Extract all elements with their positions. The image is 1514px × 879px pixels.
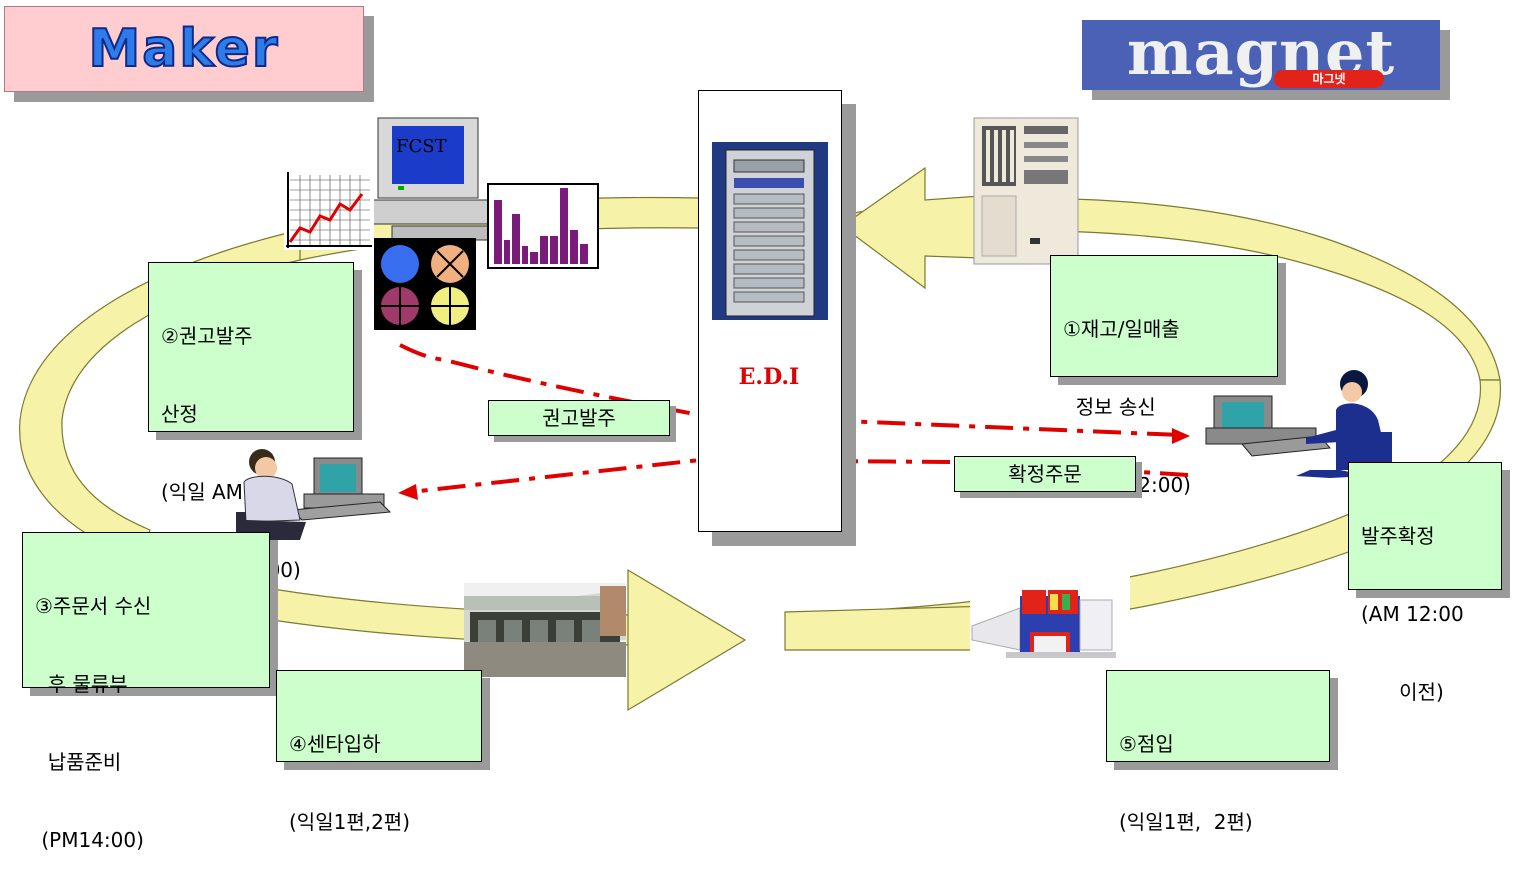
bar-chart-icon bbox=[487, 183, 599, 269]
step5-line2: (익일1편, 2편) bbox=[1119, 810, 1253, 834]
order-confirm-line2: (AM 12:00 bbox=[1361, 602, 1464, 626]
edi-label: E.D.I bbox=[738, 364, 800, 390]
step2-note: ②권고발주 산정 (익일 AM 08:50~09:00) bbox=[148, 262, 354, 582]
recommended-order-arrow bbox=[399, 343, 1181, 437]
store-building-icon bbox=[970, 572, 1130, 664]
step5-line1: ⑤점입 bbox=[1119, 732, 1174, 756]
flow-diagram-canvas: FCST bbox=[19, 117, 1502, 712]
step3-line4: (PM14:00) bbox=[35, 828, 144, 852]
step2-line2: 산정 bbox=[161, 402, 198, 426]
person-computer-icon bbox=[236, 449, 392, 542]
step3-line1: ③주문서 수신 bbox=[35, 594, 152, 618]
confirmed-order-arrowhead bbox=[398, 484, 418, 500]
computer-icon bbox=[371, 117, 493, 241]
step4-line2: (익일1편,2편) bbox=[289, 810, 411, 834]
step1-line1: ①재고/일매출 bbox=[1063, 317, 1180, 341]
order-confirm-note: 발주확정 (AM 12:00 이전) bbox=[1348, 462, 1502, 704]
step1-note: ①재고/일매출 정보 송신 (PM 22:00) bbox=[1050, 255, 1278, 497]
edi-server-panel bbox=[698, 90, 842, 532]
step4-line1: ④센타입하 bbox=[289, 732, 381, 756]
pie-symbols-icon bbox=[374, 238, 476, 330]
recommended-order-arrowhead bbox=[1172, 428, 1190, 444]
step2-line3: (익일 AM bbox=[161, 480, 243, 504]
step3-note: ③주문서 수신 후 물류부 납품준비 (PM14:00) bbox=[22, 532, 270, 852]
maker-header-box: Maker bbox=[4, 6, 364, 92]
step2-line1: ②권고발주 bbox=[161, 324, 253, 348]
step3-line3: 납품준비 bbox=[35, 750, 122, 774]
step5-note: ⑤점입 (익일1편, 2편) bbox=[1106, 670, 1330, 834]
server-tower-icon bbox=[973, 117, 1079, 265]
ring-arrowhead-right bbox=[627, 568, 747, 712]
step1-line2: 정보 송신 bbox=[1063, 395, 1156, 419]
fcst-label: FCST bbox=[396, 136, 447, 157]
confirmed-order-arrow bbox=[409, 457, 1189, 494]
step4-note: ④센타입하 (익일1편,2편) bbox=[276, 670, 482, 834]
recommended-order-label: 권고발주 bbox=[488, 400, 670, 436]
magnet-logo-text: magnet bbox=[1126, 20, 1396, 89]
step3-line2: 후 물류부 bbox=[35, 672, 128, 696]
line-chart-icon bbox=[284, 170, 374, 250]
order-confirm-line1: 발주확정 bbox=[1361, 524, 1435, 548]
warehouse-photo-icon bbox=[464, 583, 626, 677]
maker-title: Maker bbox=[88, 18, 280, 80]
ring-arrowhead-left bbox=[840, 166, 981, 290]
magnet-logo: magnet 마그넷 bbox=[1082, 20, 1440, 90]
magnet-logo-subtitle: 마그넷 bbox=[1274, 70, 1384, 88]
order-confirm-line3: 이전) bbox=[1361, 680, 1444, 704]
confirmed-order-label: 확정주문 bbox=[954, 456, 1136, 492]
